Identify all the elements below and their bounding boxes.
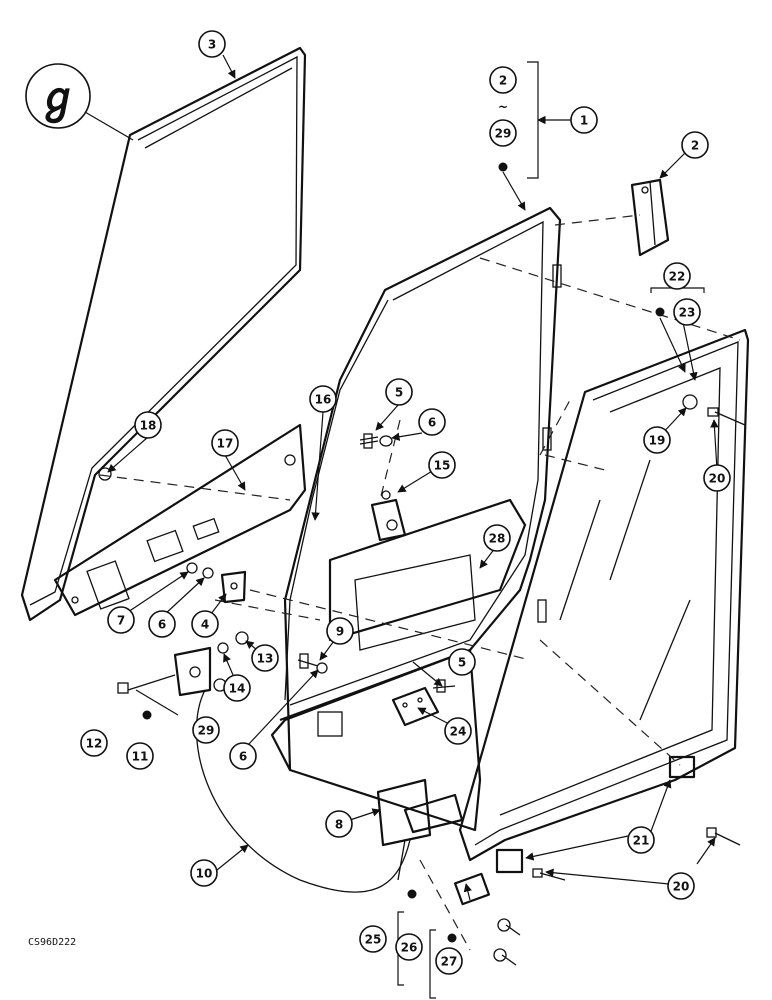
svg-text:26: 26 bbox=[401, 941, 418, 955]
callout-15: 15 bbox=[428, 451, 456, 479]
callout-17: 17 bbox=[211, 429, 239, 457]
callout-8: 8 bbox=[325, 810, 353, 838]
svg-text:17: 17 bbox=[217, 437, 234, 451]
callout-10: 10 bbox=[190, 859, 218, 887]
callout-2-top: 2 bbox=[489, 66, 517, 94]
callout-9: 9 bbox=[326, 617, 354, 645]
leader-lines bbox=[107, 54, 719, 901]
svg-text:6: 6 bbox=[158, 618, 166, 632]
callout-29-top: 29 bbox=[489, 119, 517, 147]
svg-text:6: 6 bbox=[428, 416, 436, 430]
svg-text:20: 20 bbox=[709, 472, 726, 486]
callout-5-upper: 5 bbox=[385, 378, 413, 406]
callout-18: 18 bbox=[134, 411, 162, 439]
callout-1: 1 bbox=[570, 106, 598, 134]
callout-25: 25 bbox=[359, 925, 387, 953]
callout-14: 14 bbox=[223, 674, 251, 702]
window-glass-part-3 bbox=[20, 46, 307, 622]
svg-text:21: 21 bbox=[633, 834, 650, 848]
svg-text:6: 6 bbox=[239, 750, 247, 764]
callout-2: 2 bbox=[681, 131, 709, 159]
hardware bbox=[98, 394, 746, 966]
svg-text:25: 25 bbox=[365, 933, 382, 947]
callout-6-mid: 6 bbox=[148, 610, 176, 638]
frame-hinges bbox=[537, 264, 562, 623]
svg-text:22: 22 bbox=[669, 270, 686, 284]
callout-6-upper: 6 bbox=[418, 408, 446, 436]
svg-text:16: 16 bbox=[315, 393, 332, 407]
callout-13: 13 bbox=[251, 644, 279, 672]
svg-text:2: 2 bbox=[691, 139, 699, 153]
svg-text:23: 23 bbox=[679, 306, 696, 320]
set-markers bbox=[142, 162, 665, 943]
callout-22: 22 bbox=[663, 262, 691, 290]
callout-26: 26 bbox=[395, 933, 423, 961]
callout-24: 24 bbox=[444, 717, 472, 745]
svg-text:28: 28 bbox=[489, 532, 506, 546]
callout-29-lower: 29 bbox=[192, 716, 220, 744]
callout-20-lower: 20 bbox=[667, 872, 695, 900]
callout-21-right: 21 bbox=[627, 826, 655, 854]
svg-text:1: 1 bbox=[580, 114, 588, 128]
svg-text:10: 10 bbox=[196, 867, 213, 881]
callout-5-lower: 5 bbox=[448, 648, 476, 676]
svg-text:13: 13 bbox=[257, 652, 274, 666]
glass-door-panel-part-23 bbox=[458, 328, 750, 862]
callout-4: 4 bbox=[191, 610, 219, 638]
callout-16: 16 bbox=[309, 385, 337, 413]
svg-text:20: 20 bbox=[673, 880, 690, 894]
svg-text:2: 2 bbox=[499, 74, 507, 88]
svg-text:9: 9 bbox=[336, 625, 344, 639]
seal-detail-icon: ℊ bbox=[25, 63, 134, 141]
svg-text:29: 29 bbox=[495, 127, 512, 141]
seal-glyph: ℊ bbox=[37, 73, 79, 124]
svg-text:14: 14 bbox=[229, 682, 246, 696]
drawing-code: CS96D222 bbox=[28, 937, 76, 948]
svg-text:7: 7 bbox=[117, 614, 125, 628]
callout-12: 12 bbox=[80, 729, 108, 757]
svg-text:11: 11 bbox=[132, 750, 149, 764]
door-frame-center bbox=[270, 206, 562, 832]
svg-text:3: 3 bbox=[208, 38, 216, 52]
svg-text:27: 27 bbox=[441, 955, 458, 969]
callout-6-lower: 6 bbox=[229, 742, 257, 770]
svg-text:15: 15 bbox=[434, 459, 451, 473]
svg-text:5: 5 bbox=[395, 386, 403, 400]
inner-trim-panel-part-17 bbox=[53, 423, 307, 617]
callout-7: 7 bbox=[107, 606, 135, 634]
callout-19: 19 bbox=[643, 426, 671, 454]
svg-text:24: 24 bbox=[450, 725, 467, 739]
assembly-guide-lines bbox=[99, 214, 741, 951]
callout-20-upper: 20 bbox=[703, 464, 731, 492]
svg-text:12: 12 bbox=[86, 737, 103, 751]
callout-27: 27 bbox=[435, 947, 463, 975]
svg-text:29: 29 bbox=[198, 724, 215, 738]
callout-28: 28 bbox=[483, 524, 511, 552]
svg-text:5: 5 bbox=[458, 656, 466, 670]
callout-23: 23 bbox=[673, 298, 701, 326]
range-tilde: ~ bbox=[498, 100, 508, 114]
svg-text:8: 8 bbox=[335, 818, 343, 832]
hinge-part-2 bbox=[630, 178, 670, 257]
callout-11: 11 bbox=[126, 742, 154, 770]
callout-3: 3 bbox=[198, 30, 226, 58]
svg-text:18: 18 bbox=[140, 419, 157, 433]
svg-text:19: 19 bbox=[649, 434, 666, 448]
svg-text:4: 4 bbox=[201, 618, 209, 632]
